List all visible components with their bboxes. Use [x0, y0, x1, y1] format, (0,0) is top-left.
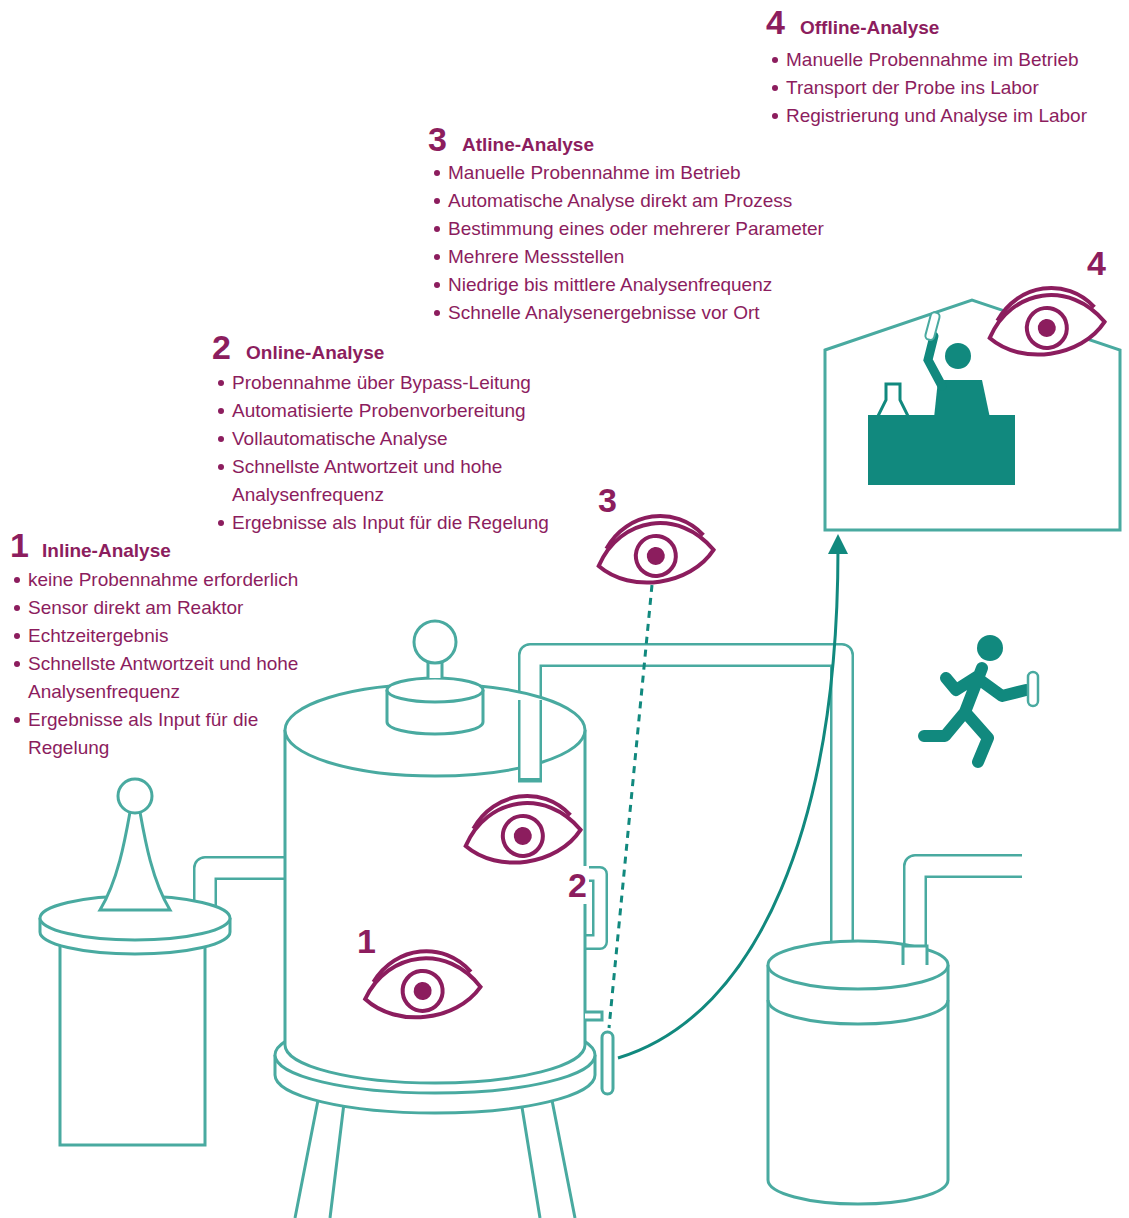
bullet-text: Automatische Analyse direkt am Prozess [448, 187, 792, 215]
bullet-dot [434, 170, 440, 176]
laboratory [945, 343, 971, 369]
reactor [414, 621, 456, 663]
bullet-dot [434, 254, 440, 260]
runner [1028, 672, 1038, 706]
receiver-vessel [768, 941, 948, 1204]
bullet-text: Niedrige bis mittlere Analysenfrequenz [448, 271, 772, 299]
bullet-dot [772, 113, 778, 119]
bullet-dot [772, 57, 778, 63]
runner [924, 668, 1026, 762]
bullet-text: keine Probennahme erforderlich [28, 566, 298, 594]
section-number: 4 [766, 3, 785, 41]
eye-symbol [460, 789, 584, 870]
reactor [285, 730, 585, 1083]
bullet-dot [218, 380, 224, 386]
callout-number: 3 [596, 481, 619, 519]
receiver-vessel [768, 1000, 948, 1024]
reactor [275, 621, 602, 1218]
reactor [585, 1012, 602, 1020]
bullet-dot [14, 633, 20, 639]
section-number: 1 [10, 526, 29, 564]
bullet-text: Automatisierte Probenvorbereitung [232, 397, 526, 425]
laboratory [868, 415, 1015, 485]
transport-arrow [618, 534, 848, 1058]
bullet-text: Echtzeitergebnis [28, 622, 168, 650]
bullet-text: Schnellste Antwortzeit und hohe Analysen… [232, 453, 522, 509]
bullet-dot [218, 436, 224, 442]
eye-symbol [361, 946, 483, 1023]
bullet-text: Manuelle Probennahme im Betrieb [786, 46, 1079, 74]
bullet-dot [434, 310, 440, 316]
section-heading: Online-Analyse [246, 339, 384, 367]
eye-symbol [984, 281, 1108, 362]
sample-line [609, 585, 652, 1028]
eye-symbol [593, 509, 717, 590]
bullet-dot [434, 226, 440, 232]
bullet-dot [14, 577, 20, 583]
bullet-dot [14, 605, 20, 611]
pipe [518, 700, 542, 780]
bullet-dot [434, 198, 440, 204]
runner [924, 635, 1038, 762]
bullet-text: Ergebnisse als Input für die Regelung [28, 706, 318, 762]
receiver-vessel [903, 946, 927, 965]
section-number: 3 [428, 120, 447, 158]
pipe [521, 700, 540, 778]
bullet-dot [14, 661, 20, 667]
laboratory [925, 311, 941, 340]
callout-number: 4 [1085, 244, 1108, 282]
bullet-text: Registrierung und Analyse im Labor [786, 102, 1087, 130]
section-number: 2 [212, 328, 231, 366]
bullet-text: Mehrere Messstellen [448, 243, 624, 271]
bullet-text: Transport der Probe ins Labor [786, 74, 1039, 102]
bullet-dot [218, 464, 224, 470]
bullet-text: Schnellste Antwortzeit und hohe Analysen… [28, 650, 318, 706]
transport-arrow [618, 548, 838, 1058]
bullet-text: Bestimmung eines oder mehrerer Parameter [448, 215, 824, 243]
sample-tube [602, 1032, 613, 1094]
bullet-text: Vollautomatische Analyse [232, 425, 447, 453]
laboratory [928, 336, 942, 386]
bullet-text: Ergebnisse als Input für die Regelung [232, 509, 549, 537]
feed-vessel [100, 812, 170, 910]
runner [977, 635, 1003, 661]
callout-number: 1 [355, 922, 378, 960]
bullet-dot [14, 717, 20, 723]
transport-arrow [828, 534, 848, 554]
pipe [518, 780, 542, 783]
receiver-vessel [768, 941, 948, 989]
section-heading: Inline-Analyse [42, 537, 171, 565]
feed-vessel [118, 779, 152, 813]
bullet-dot [772, 85, 778, 91]
feed-vessel [60, 945, 205, 1145]
feed-vessel [40, 779, 230, 1145]
bullet-text: Schnelle Analysenergebnisse vor Ort [448, 299, 760, 327]
bullet-text: Probennahme über Bypass-Leitung [232, 369, 531, 397]
bullet-text: Sensor direkt am Reaktor [28, 594, 243, 622]
receiver-vessel [768, 965, 948, 1204]
section-heading: Atline-Analyse [462, 131, 594, 159]
bullet-dot [218, 520, 224, 526]
callout-number: 2 [566, 866, 589, 904]
reactor [387, 678, 483, 702]
bullet-dot [434, 282, 440, 288]
sample-line [609, 585, 652, 1028]
laboratory [876, 384, 910, 420]
section-heading: Offline-Analyse [800, 14, 939, 42]
pipe [518, 700, 542, 781]
bullet-dot [218, 408, 224, 414]
sample-tube [602, 1032, 613, 1094]
bullet-text: Manuelle Probennahme im Betrieb [448, 159, 741, 187]
